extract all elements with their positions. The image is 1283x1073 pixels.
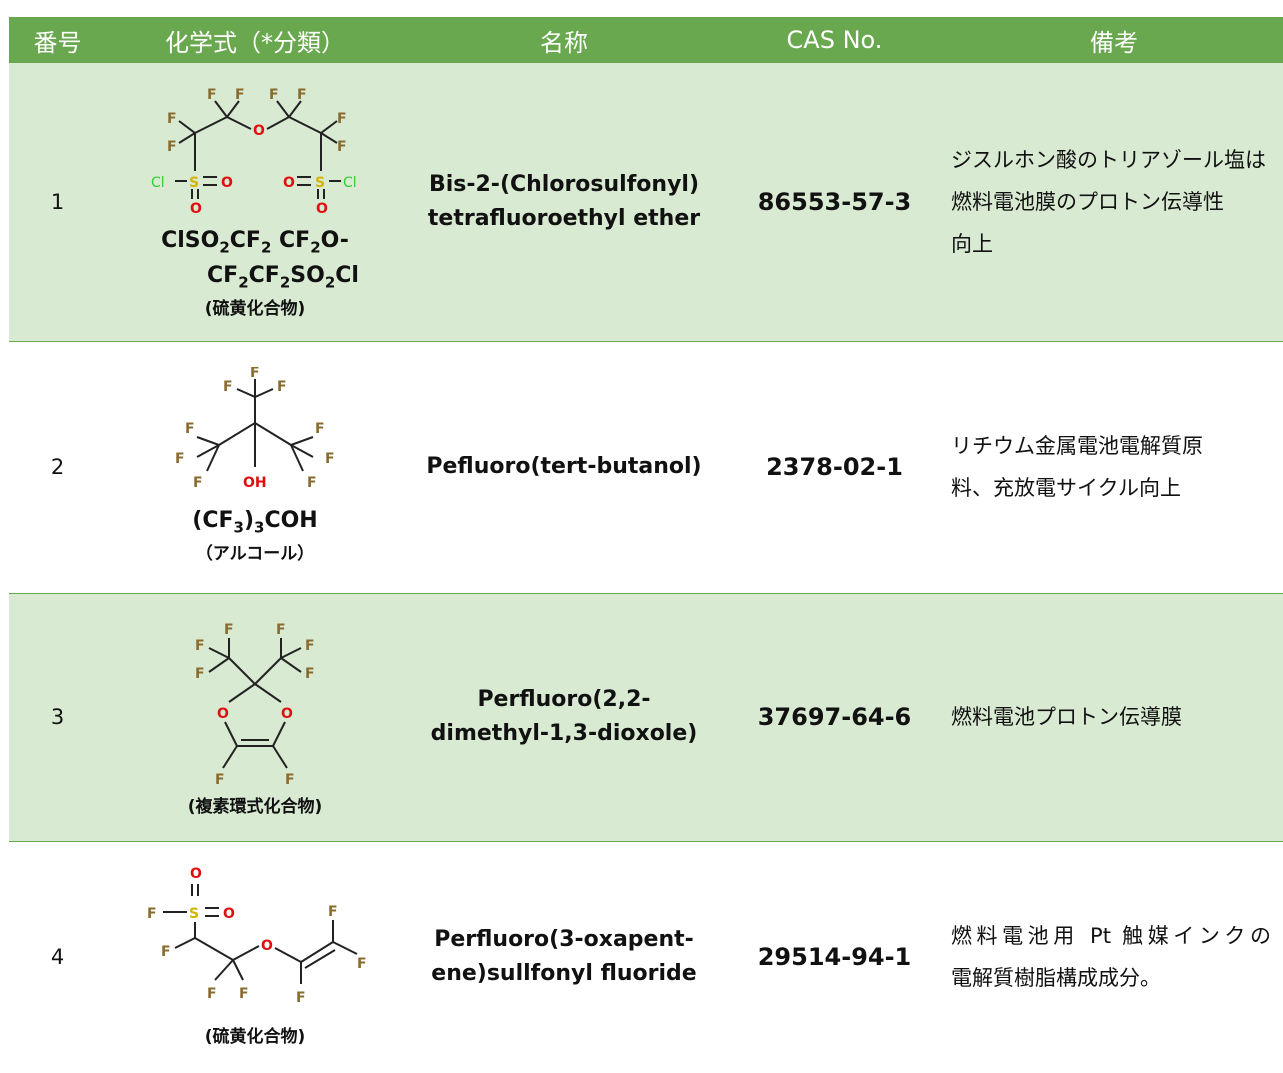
notes-cell: ジスルホン酸のトリアゾール塩は 燃料電池膜のプロトン伝導性 向上 (945, 63, 1283, 342)
atom-fluorine: F (276, 622, 286, 638)
notes-cell: リチウム金属電池電解質原 料、充放電サイクル向上 (945, 341, 1283, 594)
atom-fluorine: F (224, 622, 234, 638)
atom-fluorine: F (269, 87, 279, 103)
atom-sulfur: S (189, 175, 199, 191)
atom-oxygen: O (261, 938, 273, 954)
header-notes: 備考 (945, 17, 1283, 63)
atom-fluorine: F (277, 379, 287, 395)
atom-chlorine: Cl (151, 175, 165, 191)
atom-fluorine: F (315, 421, 325, 437)
atom-sulfur: S (189, 906, 199, 922)
atom-oxygen: O (190, 201, 202, 217)
row-number: 1 (9, 63, 106, 342)
atom-fluorine: F (185, 421, 195, 437)
compound-category: （アルコール） (195, 544, 315, 565)
atom-sulfur: S (315, 175, 325, 191)
atom-chlorine: Cl (343, 175, 357, 191)
compound-name: Perfluoro(3-oxapent- ene)sullfonyl fluor… (404, 841, 724, 1073)
atom-oxygen: O (316, 201, 328, 217)
compound-category: (複素環式化合物) (187, 797, 323, 817)
formula-cell: F F F F F F O O F F (複素環式化合物) (106, 593, 404, 842)
molecule-structure-3: F F F F F F O O F F (195, 622, 315, 788)
formula-cell: F F F F F F F F O S S Cl Cl (106, 63, 404, 342)
atom-fluorine: F (235, 87, 245, 103)
atom-fluorine: F (147, 906, 157, 922)
compound-category: (硫黄化合物) (204, 1027, 306, 1048)
atom-fluorine: F (239, 986, 249, 1002)
header-name: 名称 (404, 17, 724, 63)
atom-fluorine: F (250, 367, 260, 381)
atom-oxygen: O (190, 866, 202, 882)
compound-name: Pefluoro(tert-butanol) (404, 341, 724, 594)
cas-number: 37697-64-6 (724, 593, 945, 842)
atom-fluorine: F (193, 475, 203, 491)
row-number: 3 (9, 593, 106, 842)
cas-number: 2378-02-1 (724, 341, 945, 594)
formula-text: (CF3)3COH (192, 507, 318, 537)
molecule-structure-2: F F F F F F F F F OH (175, 367, 335, 491)
table-row: 2 (9, 341, 1283, 594)
header-number: 番号 (9, 17, 106, 63)
atom-fluorine: F (195, 638, 205, 654)
formula-cell: O F S O F O F F F F F (硫黄化 (106, 841, 404, 1073)
atom-hydroxyl: OH (243, 475, 267, 491)
atom-fluorine: F (328, 904, 338, 920)
atom-oxygen: O (217, 706, 229, 722)
table-row: 1 (9, 63, 1283, 342)
molecule-structure-1: F F F F F F F F O S S Cl Cl (151, 87, 357, 217)
formula-cell: F F F F F F F F F OH (CF3)3 (106, 341, 404, 594)
atom-fluorine: F (195, 666, 205, 682)
compound-name: Perfluoro(2,2- dimethyl-1,3-dioxole) (404, 593, 724, 842)
atom-fluorine: F (207, 986, 217, 1002)
atom-fluorine: F (223, 379, 233, 395)
atom-oxygen: O (253, 123, 265, 139)
notes-cell: 燃料電池プロトン伝導膜 (945, 593, 1283, 842)
atom-oxygen: O (221, 175, 233, 191)
table-row: 4 (9, 841, 1283, 1073)
row-number: 2 (9, 341, 106, 594)
notes-cell: 燃料電池用 Pt 触媒インクの 電解質樹脂構成成分。 (945, 841, 1283, 1073)
header-cas: CAS No. (724, 17, 945, 63)
compound-table: 番号 化学式（*分類） 名称 CAS No. 備考 1 (9, 17, 1283, 1073)
atom-oxygen: O (223, 906, 235, 922)
table-row: 3 (9, 593, 1283, 842)
atom-fluorine: F (215, 772, 225, 788)
atom-oxygen: O (281, 706, 293, 722)
formula-text: ClSO2CF2 CF2O- (161, 228, 349, 257)
atom-fluorine: F (325, 451, 335, 467)
atom-fluorine: F (296, 990, 306, 1006)
atom-fluorine: F (285, 772, 295, 788)
formula-text: CF2CF2SO2Cl (207, 262, 359, 292)
atom-fluorine: F (337, 139, 347, 155)
atom-fluorine: F (175, 451, 185, 467)
compound-name: Bis-2-(Chlorosulfonyl) tetrafluoroethyl … (404, 63, 724, 342)
cas-number: 29514-94-1 (724, 841, 945, 1073)
molecule-structure-4: O F S O F O F F F F F (147, 866, 367, 1006)
atom-fluorine: F (167, 139, 177, 155)
atom-fluorine: F (305, 638, 315, 654)
table-header-row: 番号 化学式（*分類） 名称 CAS No. 備考 (9, 17, 1283, 63)
atom-fluorine: F (357, 956, 367, 972)
atom-fluorine: F (167, 111, 177, 127)
atom-fluorine: F (297, 87, 307, 103)
header-formula: 化学式（*分類） (106, 17, 404, 63)
atom-fluorine: F (207, 87, 217, 103)
cas-number: 86553-57-3 (724, 63, 945, 342)
atom-fluorine: F (307, 475, 317, 491)
atom-oxygen: O (283, 175, 295, 191)
atom-fluorine: F (337, 111, 347, 127)
atom-fluorine: F (161, 944, 171, 960)
atom-fluorine: F (305, 666, 315, 682)
compound-category: (硫黄化合物) (204, 299, 306, 320)
row-number: 4 (9, 841, 106, 1073)
